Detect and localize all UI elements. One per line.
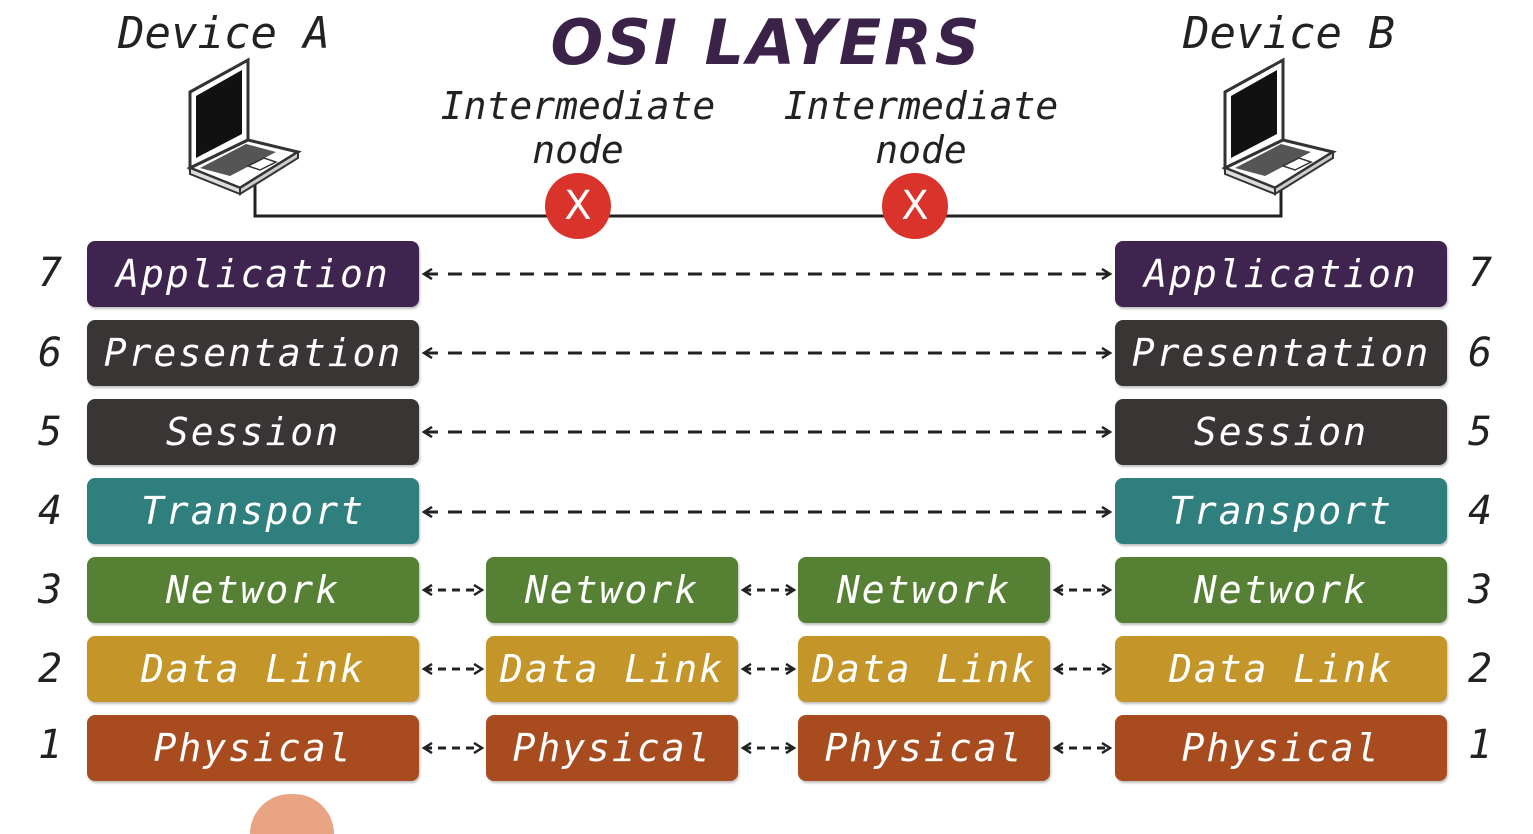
layer-number-5-right: 5 <box>1467 409 1493 455</box>
device-a-transport-layer: Transport <box>87 478 419 544</box>
layer-number-5-left: 5 <box>37 409 63 455</box>
layer-number-3-left: 3 <box>37 567 63 613</box>
node-2-physical-layer: Physical <box>798 715 1050 781</box>
layer-number-6-right: 6 <box>1467 330 1493 376</box>
layer-number-3-right: 3 <box>1467 567 1493 613</box>
device-a-application-layer: Application <box>87 241 419 307</box>
device-b-physical-layer: Physical <box>1115 715 1447 781</box>
layer-number-4-left: 4 <box>37 488 63 534</box>
device-a-network-layer: Network <box>87 557 419 623</box>
node-1-network-layer: Network <box>486 557 738 623</box>
layer-number-2-right: 2 <box>1467 646 1493 692</box>
node-2-datalink-layer: Data Link <box>798 636 1050 702</box>
diagram-canvas <box>186 57 1337 814</box>
laptop-icon <box>186 57 302 196</box>
intermediate-node-2-label: Intermediate node <box>771 84 1071 172</box>
layer-number-7-right: 7 <box>1467 250 1493 296</box>
layer-number-2-left: 2 <box>37 646 63 692</box>
node-2-network-layer: Network <box>798 557 1050 623</box>
node-1-physical-layer: Physical <box>486 715 738 781</box>
layer-number-1-left: 1 <box>37 722 63 768</box>
intermediate-node-1-label: Intermediate node <box>428 84 728 172</box>
laptop-icon <box>1221 57 1337 196</box>
hop-arrows <box>424 590 1110 748</box>
layer-number-1-right: 1 <box>1467 722 1493 768</box>
node-2-label-line1: Intermediate <box>783 84 1059 128</box>
device-b-application-layer: Application <box>1115 241 1447 307</box>
layer-number-6-left: 6 <box>37 330 63 376</box>
device-a-datalink-layer: Data Link <box>87 636 419 702</box>
device-b-network-layer: Network <box>1115 557 1447 623</box>
node-1-label-line2: node <box>532 128 624 172</box>
layer-number-7-left: 7 <box>37 250 63 296</box>
network-connection-line <box>253 180 1283 218</box>
device-b-presentation-layer: Presentation <box>1115 320 1447 386</box>
x-circle-icon: X <box>545 173 611 239</box>
device-a-physical-layer: Physical <box>87 715 419 781</box>
x-circle-icon: X <box>882 173 948 239</box>
node-1-label-line1: Intermediate <box>440 84 716 128</box>
page-title: OSI LAYERS <box>550 6 983 79</box>
layer-number-4-right: 4 <box>1467 488 1493 534</box>
device-b-datalink-layer: Data Link <box>1115 636 1447 702</box>
device-a-session-layer: Session <box>87 399 419 465</box>
device-b-label: Device B <box>1183 8 1395 59</box>
device-b-transport-layer: Transport <box>1115 478 1447 544</box>
node-1-datalink-layer: Data Link <box>486 636 738 702</box>
node-2-label-line2: node <box>875 128 967 172</box>
device-b-session-layer: Session <box>1115 399 1447 465</box>
device-a-label: Device A <box>118 8 330 59</box>
device-a-presentation-layer: Presentation <box>87 320 419 386</box>
